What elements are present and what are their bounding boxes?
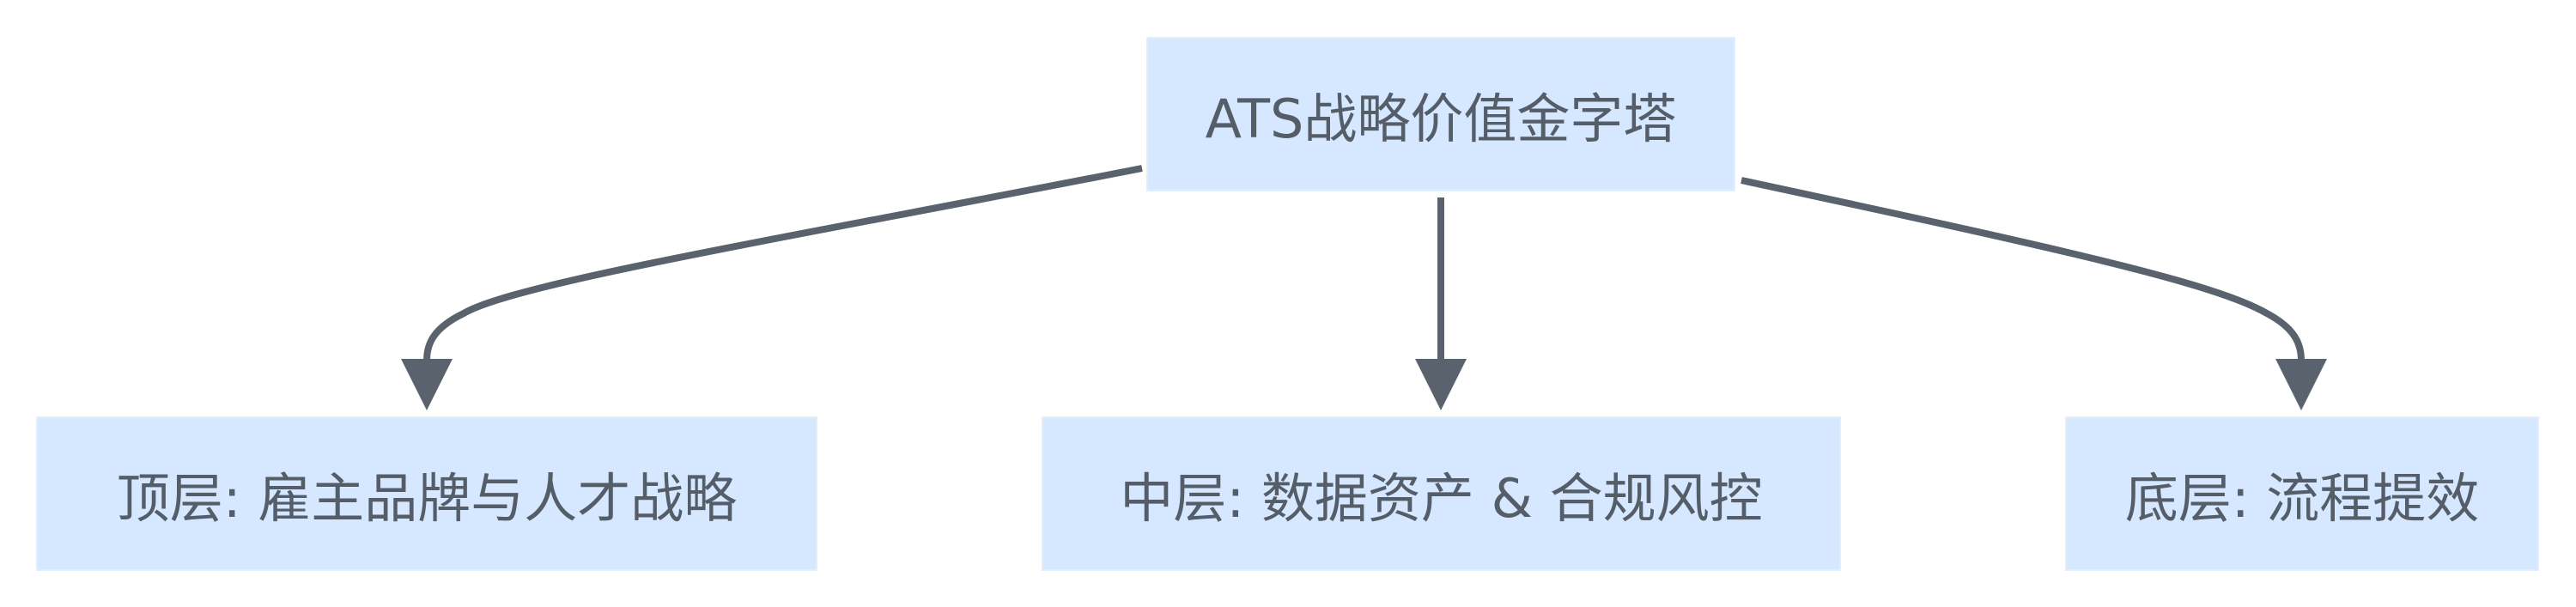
- middle-layer-node[interactable]: 中层: 数据资产 & 合规风控: [1042, 416, 1841, 571]
- bottom-layer-node[interactable]: 底层: 流程提效: [2065, 416, 2539, 571]
- root-node[interactable]: ATS战略价值金字塔: [1146, 37, 1735, 191]
- arrowhead-middle-layer: [1415, 359, 1467, 410]
- top-layer-label: 顶层: 雇主品牌与人才战略: [116, 467, 738, 530]
- top-layer-node[interactable]: 顶层: 雇主品牌与人才战略: [36, 416, 817, 571]
- middle-layer-label: 中层: 数据资产 & 合规风控: [1120, 467, 1763, 530]
- edge-root-to-bottom-layer: [1741, 177, 2305, 361]
- arrowhead-top-layer: [401, 359, 453, 410]
- edge-root-to-top-layer: [423, 165, 1143, 361]
- root-node-label: ATS战略价值金字塔: [1205, 88, 1677, 150]
- bottom-layer-label: 底层: 流程提效: [2124, 467, 2480, 530]
- arrowhead-bottom-layer: [2275, 359, 2327, 410]
